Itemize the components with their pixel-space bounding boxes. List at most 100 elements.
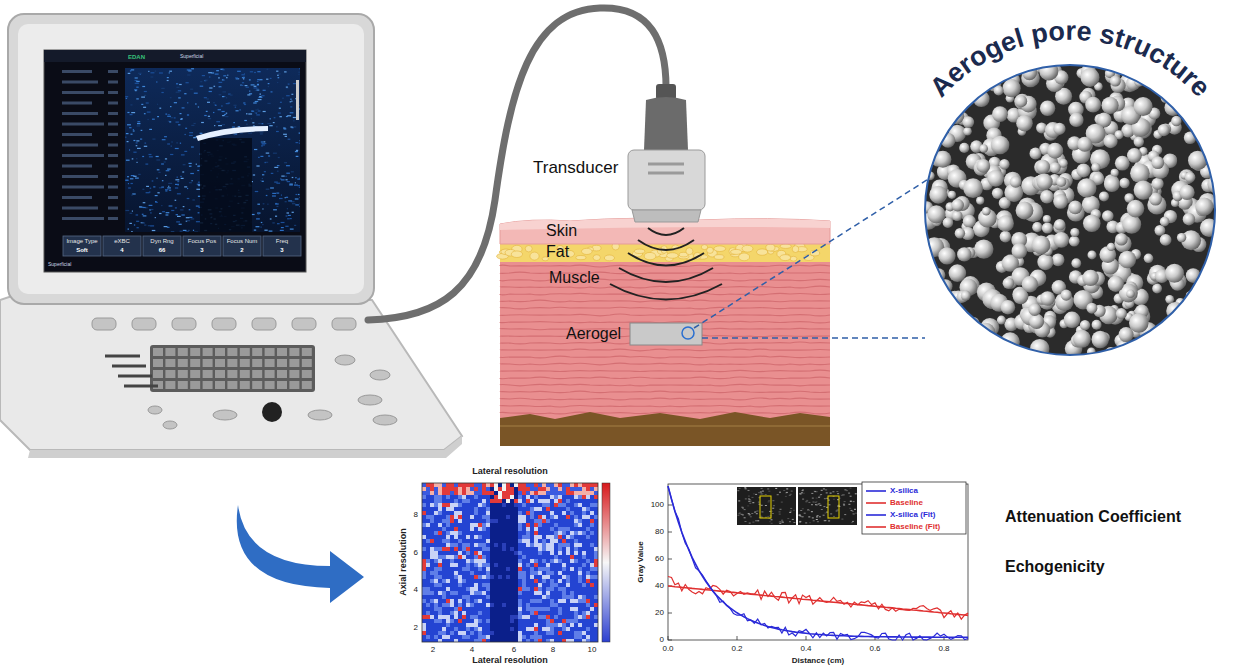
heat-cell (422, 639, 426, 642)
speckle (219, 94, 222, 95)
heat-cell (466, 507, 470, 511)
speckle (240, 109, 241, 110)
heat-cell (438, 499, 442, 503)
heat-cell (486, 487, 490, 491)
speckle (262, 123, 264, 124)
silica-particle (949, 264, 967, 282)
silica-particle (1086, 303, 1097, 314)
speckle (174, 117, 176, 118)
silica-particle (1107, 243, 1115, 251)
heat-cell (474, 511, 478, 515)
speckle (224, 114, 226, 115)
heat-cell (462, 551, 466, 555)
speckle (246, 87, 249, 88)
speckle (260, 156, 263, 157)
speckle (281, 222, 285, 223)
heat-cell (486, 511, 490, 515)
speckle (218, 77, 220, 78)
speckle (284, 71, 287, 72)
heat-cell (458, 491, 462, 495)
silica-particle (957, 247, 971, 261)
speckle (262, 178, 263, 179)
heat-cell (470, 519, 474, 523)
speckle (134, 89, 137, 90)
key (240, 359, 250, 367)
heat-cell (442, 483, 446, 487)
speckle (270, 218, 272, 219)
heat-cell (474, 519, 478, 523)
silica-particle (1179, 185, 1194, 200)
speckle (185, 134, 186, 135)
heat-cell (482, 507, 486, 511)
speckle (147, 119, 148, 120)
speckle (194, 123, 196, 124)
heat-cell (462, 499, 466, 503)
speckle (180, 113, 182, 114)
heat-cell (442, 567, 446, 571)
heat-cell (442, 523, 446, 527)
menu-line (108, 175, 118, 178)
heat-cell (486, 619, 490, 623)
heat-cell (478, 519, 482, 523)
heat-cell (462, 607, 466, 611)
heat-cell (454, 559, 458, 563)
speckle (149, 129, 152, 130)
heat-cell (482, 583, 486, 587)
speckle (276, 126, 278, 127)
silica-particle (1122, 215, 1141, 234)
speckle (280, 178, 281, 179)
speckle (166, 212, 170, 213)
heatmap (422, 483, 610, 643)
heat-cell (450, 639, 454, 642)
speckle (189, 209, 191, 210)
heat-cell (462, 619, 466, 623)
speckle (252, 111, 255, 112)
speckle (177, 181, 179, 182)
heat-cell (482, 543, 486, 547)
heat-cell (426, 635, 430, 639)
heat-cell (434, 623, 438, 627)
heat-cell (422, 527, 426, 531)
heat-cell (450, 635, 454, 639)
silica-particle (1012, 243, 1028, 259)
speckle (161, 88, 165, 89)
speckle (144, 225, 146, 226)
speckle (220, 87, 221, 88)
speckle (176, 83, 178, 84)
speckle (270, 187, 274, 188)
heat-cell (478, 563, 482, 567)
menu-line (62, 175, 98, 178)
heat-cell (466, 535, 470, 539)
heat-cell (486, 615, 490, 619)
speckle (272, 193, 276, 194)
speckle (188, 230, 190, 231)
silica-particle (1126, 289, 1135, 298)
menu-line (108, 133, 118, 136)
heat-cell (434, 535, 438, 539)
key (190, 370, 200, 378)
heat-cell (478, 543, 482, 547)
heat-cell (486, 499, 490, 503)
heat-cell (434, 483, 438, 487)
heat-cell (422, 611, 426, 615)
speckle (175, 187, 178, 188)
heat-cell (422, 615, 426, 619)
speckle (137, 123, 141, 124)
speckle (176, 122, 179, 123)
heat-cell (426, 591, 430, 595)
key (227, 359, 237, 367)
menu-line (108, 70, 118, 73)
speckle (216, 70, 219, 71)
heat-cell (450, 607, 454, 611)
heat-cell (430, 495, 434, 499)
speckle (162, 139, 166, 140)
heat-cell (430, 483, 434, 487)
knob (132, 318, 156, 330)
speckle (169, 72, 170, 73)
heat-cell (430, 523, 434, 527)
heat-cell (442, 487, 446, 491)
heat-cell (486, 623, 490, 627)
key (215, 348, 225, 356)
heat-cell (434, 515, 438, 519)
heat-cell (486, 631, 490, 635)
